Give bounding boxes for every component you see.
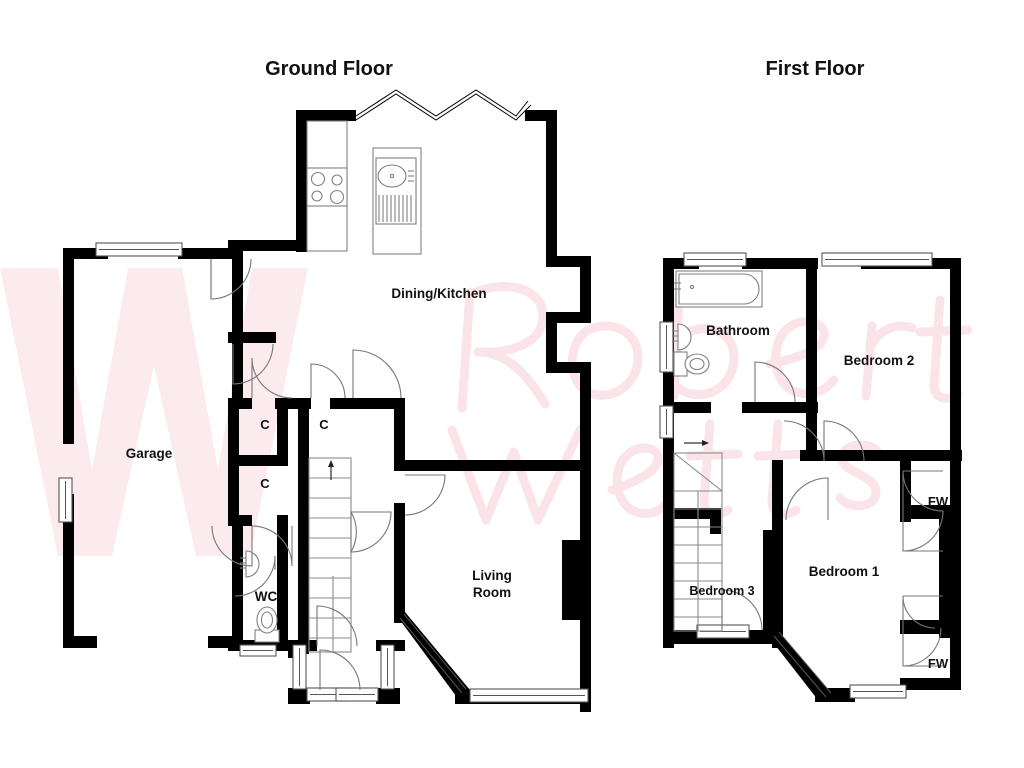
room-label-bathroom: Bathroom [706, 323, 770, 338]
ground-floor-title: Ground Floor [265, 58, 393, 80]
first-floor-windows [659, 252, 933, 699]
room-label-garage: Garage [126, 446, 173, 461]
wardrobe-label-upper: FW [928, 494, 949, 509]
bifold-doors-kitchen[interactable] [355, 89, 532, 121]
bath-tub [678, 273, 760, 305]
room-label-bedroom-3: Bedroom 3 [689, 584, 754, 598]
room-label-living-room-line1: Living [472, 568, 512, 583]
room-label-wc: WC [255, 589, 278, 604]
ground-floor-doors[interactable] [210, 258, 446, 691]
room-label-dining-kitchen: Dining/Kitchen [391, 286, 486, 301]
first-floor-plan: Bathroom Bedroom 1 Bedroom 2 Bedroom 3 F… [659, 252, 962, 702]
first-floor-doors[interactable] [721, 361, 944, 667]
wardrobe-label-lower: FW [928, 656, 949, 671]
bathroom-fixtures [672, 270, 763, 377]
window-bedroom1-bay-angled [773, 631, 832, 698]
kitchen-fixtures [306, 120, 422, 255]
room-label-living-room-line2: Room [473, 585, 511, 600]
cupboard-label-bottom-left: C [260, 476, 270, 491]
window-living-room-bay [399, 613, 467, 694]
drainer-grooves [378, 195, 412, 222]
room-label-bedroom-1: Bedroom 1 [809, 564, 880, 579]
ground-floor-plan: Garage Dining/Kitchen Living Room WC C C… [58, 89, 591, 712]
cupboard-label-top-right: C [319, 417, 329, 432]
staircase-ground [308, 457, 352, 653]
room-label-bedroom-2: Bedroom 2 [844, 353, 915, 368]
cupboard-label-top-left: C [260, 417, 270, 432]
ground-floor-windows [58, 242, 589, 703]
bathroom-toilet [684, 353, 710, 375]
bathroom-basin [677, 323, 692, 351]
ground-floor-walls [63, 110, 591, 712]
hob [306, 167, 348, 207]
wc-toilet [256, 606, 278, 634]
first-floor-title: First Floor [766, 58, 865, 80]
wc-fixtures [240, 550, 280, 643]
staircase-first-floor [673, 440, 723, 632]
